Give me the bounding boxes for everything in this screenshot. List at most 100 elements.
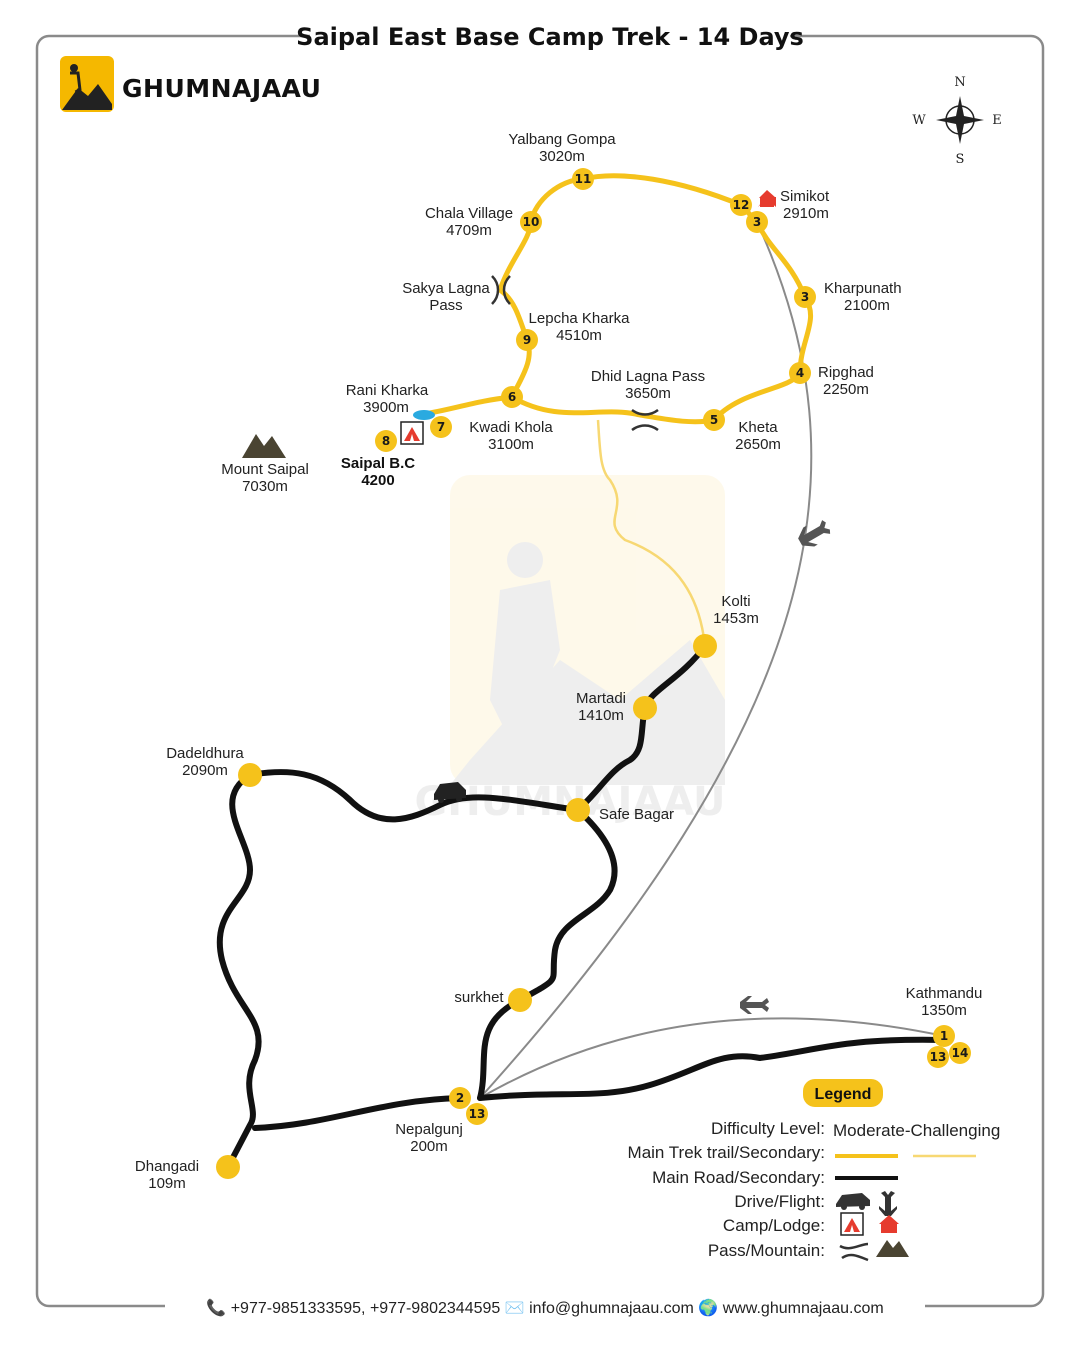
label-dadeldhura-name: Dadeldhura xyxy=(166,745,244,762)
label-lepcha-alt: 4510m xyxy=(556,327,602,344)
day-marker-1: 1 xyxy=(933,1025,955,1047)
label-ripghad-name: Ripghad xyxy=(818,364,874,381)
day-marker-10: 10 xyxy=(520,211,542,233)
legend-camp-icon xyxy=(840,1212,864,1236)
svg-text:12: 12 xyxy=(733,198,750,212)
label-nepalgunj-alt: 200m xyxy=(410,1138,448,1155)
legend-plane-icon xyxy=(879,1191,897,1216)
label-sakya-sub: Pass xyxy=(429,297,462,314)
label-dhid-alt: 3650m xyxy=(625,385,671,402)
day-markers: 11 10 12 3 3 9 4 6 5 7 8 1 13 14 2 13 xyxy=(375,168,971,1125)
label-kathmandu-alt: 1350m xyxy=(921,1002,967,1019)
legend-difficulty-value: Moderate-Challenging xyxy=(833,1121,1000,1140)
svg-text:13: 13 xyxy=(930,1050,947,1064)
day-marker-2: 2 xyxy=(449,1087,471,1109)
pass-icon xyxy=(491,275,659,432)
compass-w: W xyxy=(912,113,926,128)
label-simikot-name: Simikot xyxy=(780,188,830,205)
legend-lodge-icon xyxy=(879,1215,899,1233)
svg-text:1: 1 xyxy=(940,1029,948,1043)
label-kwadi-name: Kwadi Khola xyxy=(469,419,553,436)
label-kharpunath-name: Kharpunath xyxy=(824,280,902,297)
compass-n: N xyxy=(954,75,965,90)
svg-text:10: 10 xyxy=(523,215,540,229)
label-nepalgunj-name: Nepalgunj xyxy=(395,1121,463,1138)
label-dadeldhura-alt: 2090m xyxy=(182,762,228,779)
legend-title: Legend xyxy=(815,1086,872,1103)
place-labels: Yalbang Gompa 3020m Chala Village 4709m … xyxy=(135,131,982,1192)
svg-text:8: 8 xyxy=(382,434,390,448)
road-nepalgunj-kathmandu xyxy=(477,1036,947,1101)
road-dadeldhura-safebagar xyxy=(247,768,581,823)
legend-difficulty-label: Difficulty Level: xyxy=(711,1119,825,1138)
label-rani-alt: 3900m xyxy=(363,399,409,416)
label-kolti-alt: 1453m xyxy=(713,610,759,627)
road-dadeldhura-dhangadi xyxy=(216,772,262,1170)
label-ripghad-alt: 2250m xyxy=(823,381,869,398)
svg-text:3: 3 xyxy=(753,215,761,229)
label-chala-alt: 4709m xyxy=(446,222,492,239)
waypoint-markers xyxy=(216,634,717,1179)
legend-pass-icon xyxy=(839,1242,869,1262)
label-kathmandu-name: Kathmandu xyxy=(906,985,983,1002)
svg-text:4: 4 xyxy=(796,366,804,380)
label-chala-name: Chala Village xyxy=(425,205,513,222)
compass-rose: N S E W xyxy=(912,75,1001,167)
day-marker-13a: 13 xyxy=(927,1046,949,1068)
day-marker-5: 5 xyxy=(703,409,725,431)
compass-s: S xyxy=(956,152,965,167)
label-safebagar-name: Safe Bagar xyxy=(599,806,674,823)
marker-kolti xyxy=(693,634,717,658)
day-marker-11: 11 xyxy=(572,168,594,190)
label-simikot-alt: 2910m xyxy=(783,205,829,222)
lake-icon xyxy=(413,410,435,420)
label-kheta-alt: 2650m xyxy=(735,436,781,453)
label-saipalbc-alt: 4200 xyxy=(361,472,394,489)
label-mtsaipal-name: Mount Saipal xyxy=(221,461,309,478)
ghumnajaau-logo: GHUMNAJAAU xyxy=(60,56,321,112)
day-marker-4: 4 xyxy=(789,362,811,384)
lodge-icon xyxy=(759,190,776,207)
label-surkhet-name: surkhet xyxy=(454,989,504,1006)
road-safebagar-kolti xyxy=(575,643,708,813)
label-dhid-name: Dhid Lagna Pass xyxy=(591,368,705,385)
day-marker-7: 7 xyxy=(430,416,452,438)
label-kolti-name: Kolti xyxy=(721,593,750,610)
secondary-trail xyxy=(596,419,707,647)
contact-footer: 📞 +977-9851333595, +977-9802344595 ✉️ in… xyxy=(206,1297,883,1317)
label-kharpunath-alt: 2100m xyxy=(844,297,890,314)
svg-text:7: 7 xyxy=(437,420,445,434)
legend-pass-label: Pass/Mountain: xyxy=(708,1241,825,1260)
marker-martadi xyxy=(633,696,657,720)
label-yalbang-name: Yalbang Gompa xyxy=(508,131,616,148)
day-marker-13b: 13 xyxy=(466,1103,488,1125)
label-lepcha-name: Lepcha Kharka xyxy=(529,310,631,327)
label-kheta-name: Kheta xyxy=(738,419,778,436)
day-marker-14: 14 xyxy=(949,1042,971,1064)
svg-text:3: 3 xyxy=(801,290,809,304)
camp-icon xyxy=(400,421,424,445)
label-dhangadi-name: Dhangadi xyxy=(135,1158,199,1175)
map-title: Saipal East Base Camp Trek - 14 Days xyxy=(296,23,804,51)
label-yalbang-alt: 3020m xyxy=(539,148,585,165)
svg-text:13: 13 xyxy=(469,1107,486,1121)
legend: Legend Difficulty Level: Moderate-Challe… xyxy=(628,1079,1000,1262)
svg-text:14: 14 xyxy=(952,1046,969,1060)
legend-drive-label: Drive/Flight: xyxy=(734,1192,825,1211)
svg-text:11: 11 xyxy=(575,172,592,186)
label-mtsaipal-alt: 7030m xyxy=(242,478,288,495)
flight-route-simikot xyxy=(479,221,813,1099)
day-marker-3a: 3 xyxy=(746,211,768,233)
legend-road-label: Main Road/Secondary: xyxy=(652,1168,825,1187)
legend-mountain-icon xyxy=(876,1240,909,1257)
marker-dadeldhura xyxy=(238,763,262,787)
day-marker-3b: 3 xyxy=(794,286,816,308)
label-saipalbc-name: Saipal B.C xyxy=(341,455,415,472)
road-dhangadi-nepalgunj xyxy=(252,1095,463,1131)
svg-text:5: 5 xyxy=(710,413,718,427)
marker-surkhet xyxy=(508,988,532,1012)
marker-safebagar xyxy=(566,798,590,822)
legend-camp-label: Camp/Lodge: xyxy=(723,1216,825,1235)
